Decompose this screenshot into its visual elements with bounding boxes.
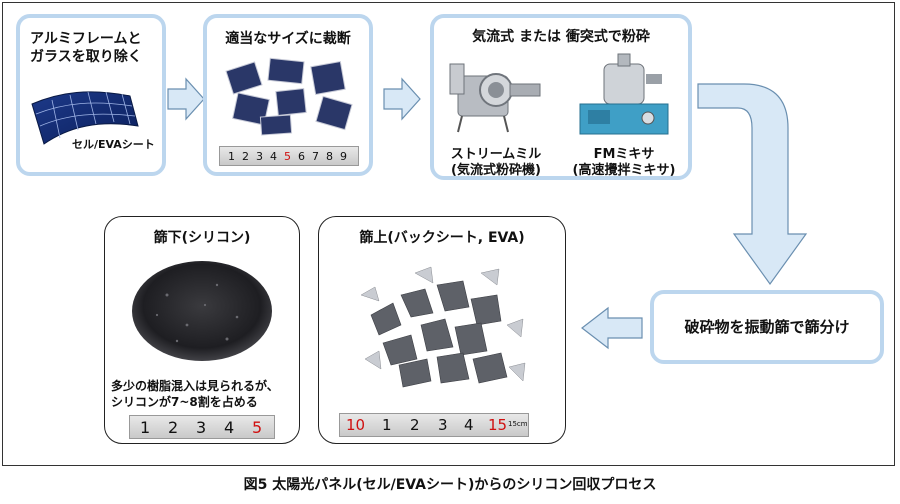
ruler-number: 3	[438, 416, 448, 434]
figure-frame	[2, 2, 895, 466]
mill1-name: ストリームミル	[450, 147, 542, 162]
result-box-backsheet: 篩上(バックシート, EVA) 10 1 2 3 4 15 1	[318, 216, 566, 444]
step-box-grind: 気流式 または 衝突式で粉砕 ストリームミル (気流式粉砕機) FMミキサ (高…	[430, 14, 692, 180]
ruler-step2: 1 2 3 4 5 6 7 8 9	[219, 146, 359, 166]
arrow-right-icon	[167, 77, 205, 121]
ruler-number: 9	[340, 150, 347, 163]
step1-line1: アルミフレームと	[30, 31, 142, 47]
panel-label: セル/EVAシート	[72, 138, 155, 151]
arrow-bend-down-icon	[697, 83, 808, 286]
ruler-number: 2	[242, 150, 249, 163]
result-under-title: 篩下(シリコン)	[153, 230, 251, 246]
ruler-number-highlight: 5	[284, 150, 291, 163]
ruler-number: 4	[270, 150, 277, 163]
ruler-over: 10 1 2 3 4 15 15cm	[339, 413, 529, 437]
ruler-number: 7	[312, 150, 319, 163]
ruler-number: 6	[298, 150, 305, 163]
backsheet-fragments-photo	[360, 266, 526, 388]
ruler-unit: 15cm	[508, 420, 528, 428]
ruler-number: 1	[140, 418, 151, 437]
ruler-number: 3	[196, 418, 207, 437]
mill2-name: FMミキサ	[593, 147, 655, 162]
ruler-number: 2	[168, 418, 179, 437]
step2-title: 適当なサイズに裁断	[225, 31, 351, 47]
step-box-sieve: 破砕物を振動篩で篩分け	[650, 290, 884, 364]
step-box-cut: 適当なサイズに裁断 1 2 3 4 5 6 7 8 9	[203, 14, 373, 176]
ruler-number: 2	[410, 416, 420, 434]
solar-panel-illustration	[31, 91, 139, 145]
ruler-number: 1	[228, 150, 235, 163]
arrow-left-icon	[581, 306, 643, 350]
ruler-number: 3	[256, 150, 263, 163]
ruler-number: 4	[224, 418, 235, 437]
ruler-number-highlight: 15	[488, 416, 508, 434]
mill2-type: (高速攪拌ミキサ)	[572, 163, 676, 178]
result-over-title: 篩上(バックシート, EVA)	[359, 230, 525, 246]
result-box-silicon: 篩下(シリコン) 多少の樹脂混入は見られるが、 シリコンが7~8割を占める 1 …	[104, 216, 300, 444]
stream-mill-photo	[449, 63, 541, 133]
result-under-note-line1: 多少の樹脂混入は見られるが、	[111, 379, 279, 393]
ruler-number: 8	[326, 150, 333, 163]
cut-pieces-photo	[225, 57, 353, 136]
result-under-note-line2: シリコンが7~8割を占める	[111, 395, 258, 409]
figure-caption: 図5 太陽光パネル(セル/EVAシート)からのシリコン回収プロセス	[243, 477, 657, 493]
arrow-right-icon	[383, 77, 421, 121]
ruler-number-highlight: 10	[346, 416, 366, 434]
step3-title: 気流式 または 衝突式で粉砕	[472, 29, 650, 45]
fm-mixer-photo	[579, 53, 669, 135]
step1-line2: ガラスを取り除く	[30, 49, 142, 65]
ruler-number: 4	[464, 416, 474, 434]
step-box-remove-frame: アルミフレームと ガラスを取り除く セル/EVAシート	[16, 14, 166, 176]
mill1-type: (気流式粉砕機)	[451, 163, 541, 178]
ruler-under: 1 2 3 4 5	[129, 415, 275, 439]
ruler-number-highlight: 5	[252, 418, 263, 437]
ruler-number: 1	[382, 416, 392, 434]
step4-title: 破砕物を振動篩で篩分け	[684, 318, 850, 336]
silicon-powder-photo	[132, 261, 272, 361]
